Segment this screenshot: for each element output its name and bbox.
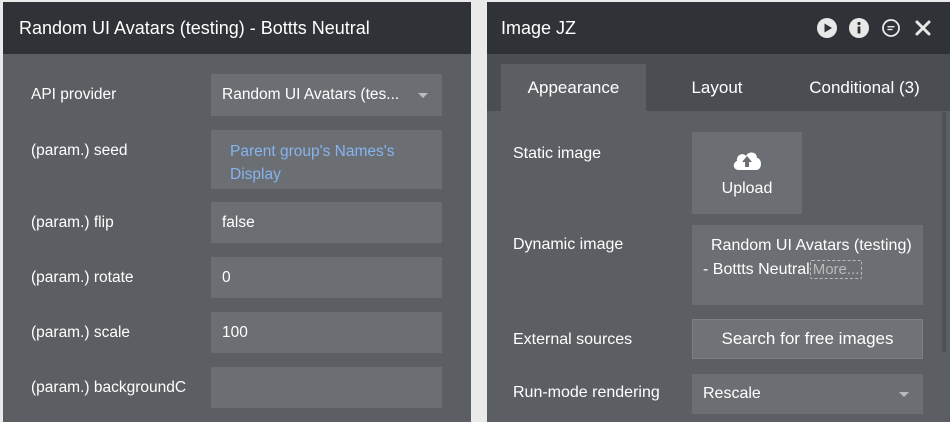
rotate-label: (param.) rotate: [31, 269, 134, 286]
more-link[interactable]: More...: [809, 260, 863, 279]
api-provider-dropdown[interactable]: Random UI Avatars (tes...: [211, 74, 442, 116]
comment-icon[interactable]: [880, 17, 902, 39]
seed-field[interactable]: Parent group's Names's Display: [211, 130, 442, 189]
upload-button[interactable]: Upload: [692, 132, 802, 214]
scale-field[interactable]: 100: [211, 312, 442, 353]
seed-label: (param.) seed: [31, 142, 128, 159]
panel-header[interactable]: Image JZ: [487, 2, 950, 54]
seed-dynamic-expression[interactable]: Parent group's Names's Display: [230, 143, 395, 183]
dynamic-image-label: Dynamic image: [513, 236, 624, 253]
run-mode-label: Run-mode rendering: [513, 384, 660, 401]
scrollbar[interactable]: [942, 112, 946, 352]
search-free-images-button[interactable]: Search for free images: [692, 319, 923, 359]
row-api-provider: API provider Random UI Avatars (tes...: [3, 54, 471, 116]
dynamic-image-field[interactable]: Random UI Avatars (testing) - Bottts Neu…: [692, 225, 923, 305]
scale-label: (param.) scale: [31, 324, 131, 341]
close-icon[interactable]: [912, 17, 934, 39]
api-call-panel: Random UI Avatars (testing) - Bottts Neu…: [3, 2, 471, 422]
flip-label: (param.) flip: [31, 214, 114, 231]
tab-appearance[interactable]: Appearance: [501, 64, 646, 111]
background-color-label: (param.) backgroundC: [31, 379, 187, 396]
dynamic-image-expression[interactable]: Random UI Avatars (testing) - Bottts Neu…: [703, 237, 912, 278]
chevron-down-icon: [899, 392, 909, 397]
background-color-field[interactable]: [211, 367, 442, 408]
upload-label: Upload: [721, 180, 773, 197]
rotate-field[interactable]: 0: [211, 257, 442, 298]
property-tabs: Appearance Layout Conditional (3): [487, 54, 950, 111]
panel-title: Random UI Avatars (testing) - Bottts Neu…: [19, 17, 370, 38]
tab-conditional[interactable]: Conditional (3): [809, 77, 920, 97]
element-property-panel: Image JZ Appearance Layout Conditional (…: [487, 2, 950, 422]
panel-header[interactable]: Random UI Avatars (testing) - Bottts Neu…: [3, 2, 471, 54]
flip-field[interactable]: false: [211, 202, 442, 243]
static-image-label: Static image: [513, 145, 602, 162]
play-icon[interactable]: [816, 17, 838, 39]
chevron-down-icon: [418, 93, 428, 98]
element-title[interactable]: Image JZ: [501, 17, 577, 38]
tab-layout[interactable]: Layout: [691, 77, 743, 97]
api-provider-label: API provider: [31, 86, 117, 103]
run-mode-dropdown[interactable]: Rescale: [692, 374, 923, 414]
info-icon[interactable]: [848, 17, 870, 39]
external-sources-label: External sources: [513, 331, 633, 348]
cloud-upload-icon: [733, 152, 761, 170]
